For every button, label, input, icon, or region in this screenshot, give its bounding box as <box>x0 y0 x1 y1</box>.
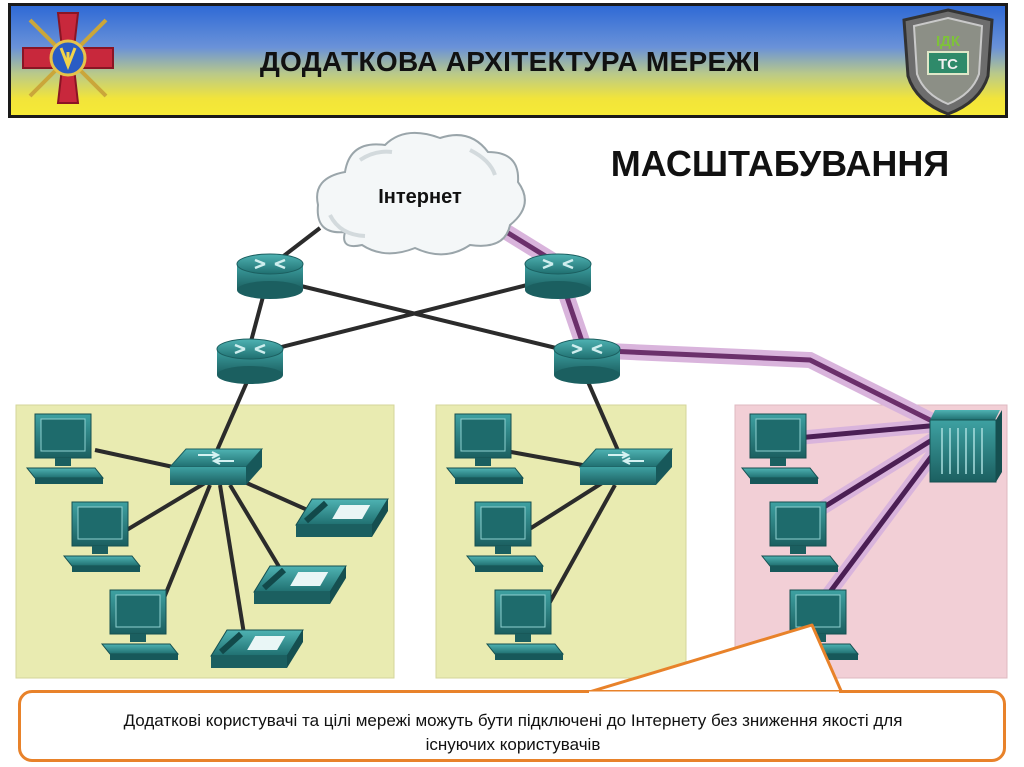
callout-text: Додаткові користувачі та цілі мережі мож… <box>51 709 975 757</box>
callout-pointer <box>590 623 843 690</box>
military-cross-emblem-icon <box>22 12 114 104</box>
callout-line-2: існуючих користувачів <box>425 735 601 754</box>
shield-top-label: ІДК <box>936 33 961 50</box>
router-bottom-left <box>215 337 285 385</box>
shield-emblem-icon: ІДК ТС <box>902 8 994 116</box>
switch-middle <box>579 448 673 486</box>
router-bottom-right <box>552 337 622 385</box>
header-banner <box>8 3 1008 118</box>
switch-left <box>169 448 263 486</box>
internet-cloud <box>316 131 526 256</box>
ip-phone-2 <box>254 566 346 604</box>
network-links <box>94 226 622 641</box>
callout-line-1: Додаткові користувачі та цілі мережі мож… <box>123 711 903 730</box>
page-title: ДОДАТКОВА АРХІТЕКТУРА МЕРЕЖІ <box>259 46 761 77</box>
section-subtitle: МАСШТАБУВАННЯ <box>610 143 950 184</box>
router-top-left <box>235 252 305 300</box>
router-top-right <box>523 252 593 300</box>
server-rack <box>929 410 1002 483</box>
network-diagram <box>15 131 1008 690</box>
callout-box: Додаткові користувачі та цілі мережі мож… <box>18 690 1006 762</box>
ip-phone-1 <box>296 499 388 537</box>
internet-label: Інтернет <box>378 186 462 208</box>
shield-mid-label: ТС <box>938 56 958 73</box>
ip-phone-3 <box>211 630 303 668</box>
